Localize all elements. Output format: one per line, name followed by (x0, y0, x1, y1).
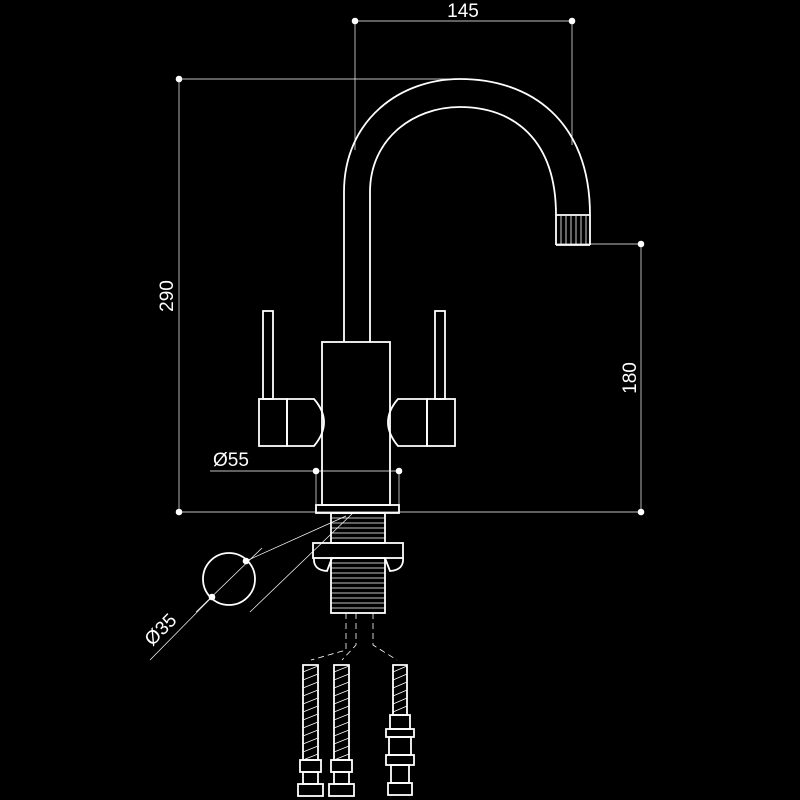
threaded-shank (330, 512, 386, 614)
dimension-290: 290 (157, 75, 450, 516)
mounting-washer (312, 542, 404, 572)
hose-left (297, 613, 347, 797)
dimension-diameter-55: Ø55 (210, 450, 403, 508)
dimension-label-145: 145 (447, 1, 479, 22)
dimension-label-diameter-55: Ø55 (213, 450, 249, 471)
dimension-diameter-35: Ø35 (141, 511, 355, 661)
spout (343, 78, 591, 342)
hose-right (372, 613, 415, 796)
dimension-label-180: 180 (620, 362, 641, 394)
dimension-180: 180 (556, 240, 645, 516)
hose-middle (328, 613, 357, 797)
tap-body (315, 341, 400, 514)
dimension-145: 145 (351, 1, 576, 150)
dimension-label-diameter-35: Ø35 (141, 610, 181, 650)
left-handle (258, 310, 325, 447)
aerator-outlet (560, 216, 587, 244)
dimension-label-290: 290 (157, 280, 178, 312)
right-handle (387, 310, 456, 447)
hole-circle (202, 552, 256, 606)
